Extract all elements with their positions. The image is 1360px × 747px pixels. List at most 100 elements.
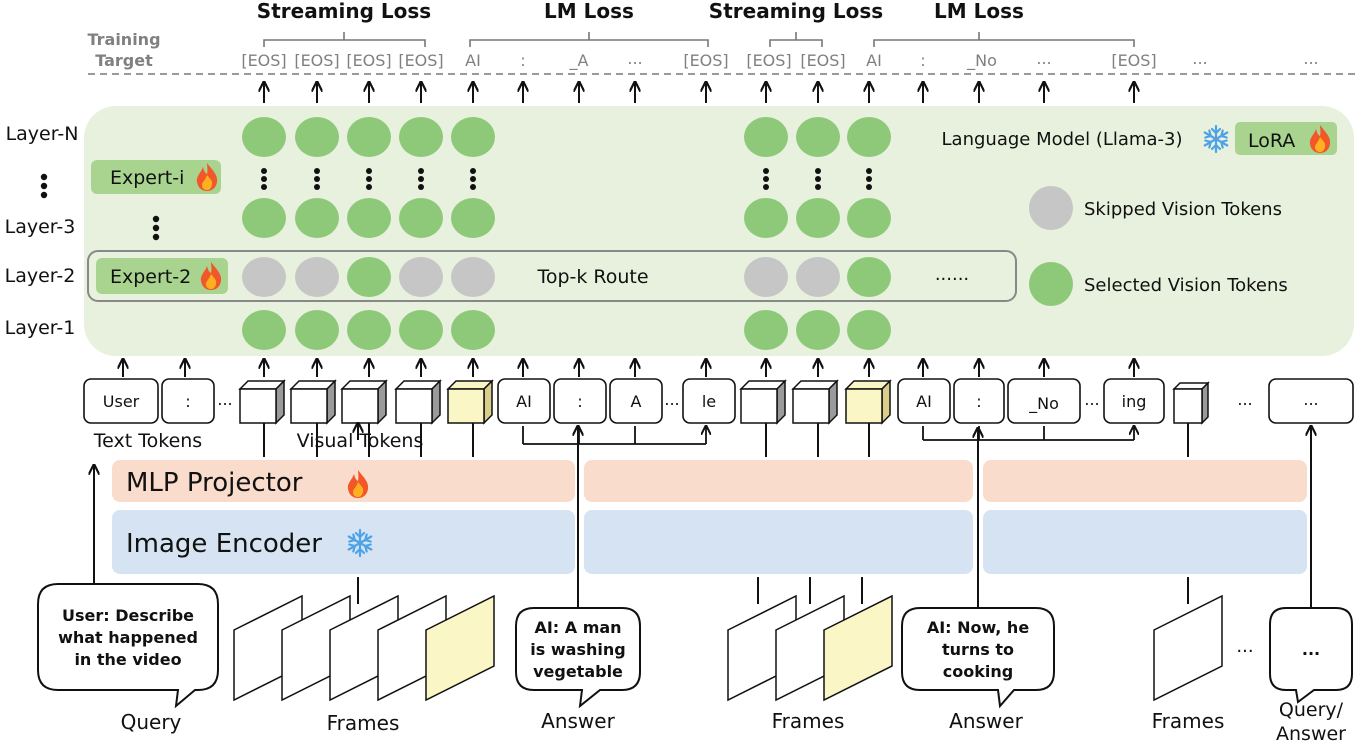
selected-vision-token	[399, 310, 443, 350]
top-k-route-label: Top-k Route	[536, 266, 648, 288]
layer-label: Layer-1	[5, 317, 76, 339]
query-answer-bubble	[1269, 607, 1353, 704]
query-bubble-text: what happened	[58, 628, 198, 647]
route-ellipsis: ......	[935, 264, 969, 285]
target-token: :	[920, 51, 925, 70]
visual-token-cube	[289, 379, 337, 425]
target-token: :	[520, 51, 525, 70]
training-target-label: Target	[95, 51, 153, 70]
target-token: _A	[569, 51, 589, 71]
query-bubble-text: User: Describe	[62, 606, 194, 625]
legend-green-swatch	[1029, 262, 1073, 306]
expert-2-box	[96, 258, 228, 294]
streaming-loss-label: Streaming Loss	[257, 0, 431, 23]
text-token: le	[702, 392, 716, 411]
image-encoder-label: Image Encoder	[126, 529, 322, 559]
text-token: :	[577, 392, 582, 411]
frames-label: Frames	[327, 711, 400, 735]
selected-vision-token	[796, 117, 840, 157]
text-token-box	[1007, 378, 1081, 424]
target-token: [EOS]	[346, 51, 391, 70]
selected-vision-token	[847, 198, 891, 238]
visual-token-cube-highlighted	[446, 379, 494, 425]
answer-bubble	[901, 607, 1055, 709]
bottom-labels: Query Frames Answer Frames Answer Frames…	[121, 699, 1347, 745]
video-frame-highlighted	[823, 594, 893, 702]
layer-label: Layer-3	[5, 216, 76, 238]
text-token: User	[103, 392, 140, 411]
answer-bubble-text: AI: Now, he	[927, 618, 1029, 637]
selected-vision-token	[347, 310, 391, 350]
target-token: [EOS]	[746, 51, 791, 70]
text-token-box	[953, 378, 1005, 424]
text-token: A	[631, 392, 642, 411]
expert-i-label: Expert-i	[110, 167, 184, 189]
text-token: :	[185, 392, 190, 411]
target-token: ...	[1036, 49, 1051, 68]
loss-brackets	[263, 32, 1135, 47]
visual-token-cube	[1172, 381, 1210, 425]
selected-vision-token	[744, 117, 788, 157]
selected-vision-token	[796, 310, 840, 350]
video-frame	[1153, 594, 1223, 702]
layers-ellipsis	[40, 173, 160, 241]
layer-label: Layer-2	[5, 265, 76, 287]
text-token: AI	[916, 392, 932, 411]
legend-gray-swatch	[1029, 186, 1073, 230]
answer-bubble-text: is washing	[530, 640, 625, 659]
selected-vision-token	[796, 198, 840, 238]
layer-3-tokens	[242, 198, 891, 238]
lm-loss-label: LM Loss	[544, 0, 634, 23]
input-arrows	[123, 359, 1134, 377]
target-token: [EOS]	[800, 51, 845, 70]
selected-vision-token	[242, 117, 286, 157]
frames-label: Frames	[1152, 709, 1225, 733]
layer-n-tokens	[242, 117, 891, 157]
language-model-title: Language Model (Llama-3)	[942, 129, 1183, 150]
selected-vision-token	[295, 310, 339, 350]
skipped-vision-token	[744, 257, 788, 297]
answer-bubble-text: AI: A man	[534, 618, 621, 637]
mlp-projector-band	[983, 460, 1307, 502]
column-ellipsis	[261, 168, 872, 190]
selected-vision-token	[451, 117, 495, 157]
lora-label: LoRA	[1248, 130, 1295, 152]
input-token-row	[83, 378, 1354, 424]
token-ellipsis: ...	[1237, 390, 1252, 409]
training-target-label: Training	[87, 30, 160, 49]
selected-vision-token	[347, 257, 391, 297]
selected-vision-token	[847, 117, 891, 157]
target-token: ...	[1303, 49, 1318, 68]
legend-skipped-label: Skipped Vision Tokens	[1084, 199, 1282, 220]
target-token: _No	[966, 51, 997, 71]
text-token-box	[1268, 378, 1354, 424]
visual-token-cube	[238, 379, 286, 425]
visual-token-cube	[791, 379, 839, 425]
skipped-vision-token	[796, 257, 840, 297]
selected-vision-token	[399, 198, 443, 238]
bubble-texts: User: Describe what happened in the vide…	[58, 606, 1320, 681]
selected-vision-token	[744, 198, 788, 238]
target-token: [EOS]	[683, 51, 728, 70]
text-token-box	[897, 378, 951, 424]
image-encoder-band	[112, 510, 575, 574]
selected-vision-token	[295, 198, 339, 238]
mlp-projector-band	[112, 460, 575, 502]
target-token: ...	[627, 49, 642, 68]
token-ellipsis: ...	[1084, 390, 1099, 409]
query-answer-label: Query/	[1279, 699, 1344, 721]
token-ellipsis: ...	[217, 390, 232, 409]
target-arrows	[264, 82, 1134, 103]
answer-bubble	[515, 607, 641, 709]
streaming-loss-bracket	[769, 32, 823, 47]
expert-i-box	[91, 160, 221, 194]
visual-token-cube	[394, 379, 442, 425]
vision-token-grid	[242, 117, 891, 350]
target-token: AI	[866, 51, 882, 70]
visual-token-cube	[340, 379, 388, 425]
text-token-box	[497, 378, 551, 424]
mlp-projector-band	[584, 460, 973, 502]
query-bubble-text: in the video	[74, 650, 181, 669]
text-token-box	[161, 378, 215, 424]
